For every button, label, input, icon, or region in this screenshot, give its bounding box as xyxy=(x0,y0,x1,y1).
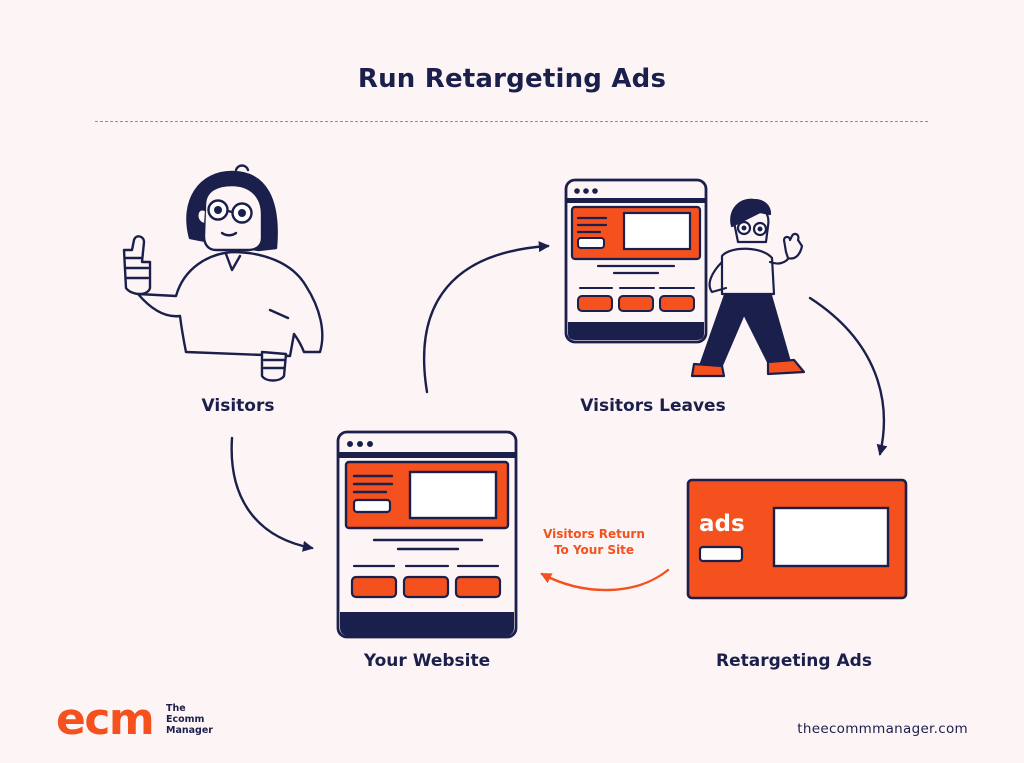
retargeting-ad-card: ads xyxy=(686,478,908,600)
node-label-your-website: Your Website xyxy=(363,651,491,671)
your-website-illustration xyxy=(336,430,518,639)
return-label-line2: To Your Site xyxy=(553,543,635,557)
arrow-website-to-leaves xyxy=(422,241,550,394)
visitors-leaves-website-illustration xyxy=(564,178,708,344)
arrow-ads-to-website xyxy=(540,568,670,592)
node-label-retargeting-ads: Retargeting Ads xyxy=(716,651,872,671)
brand-name-line2: Ecomm xyxy=(166,714,205,725)
brand-logo: ecm xyxy=(56,694,155,745)
node-label-visitors: Visitors xyxy=(201,396,275,416)
visitor-thumbs-up-illustration xyxy=(122,164,324,382)
arrow-visitors-to-website xyxy=(230,436,314,552)
brand-name-line1: The xyxy=(166,703,186,714)
return-arrow-label: Visitors Return To Your Site xyxy=(530,526,658,558)
title-divider xyxy=(95,121,928,122)
brand-name-line3: Manager xyxy=(166,725,213,736)
ad-card-text: ads xyxy=(699,511,745,537)
diagram-title: Run Retargeting Ads xyxy=(357,64,667,94)
arrow-leaves-to-ads xyxy=(808,296,888,456)
return-label-line1: Visitors Return xyxy=(543,527,645,541)
node-label-visitors-leaves: Visitors Leaves xyxy=(580,396,726,416)
brand-website: theecommmanager.com xyxy=(797,721,968,737)
brand-name: The Ecomm Manager xyxy=(166,703,213,736)
waving-person-illustration xyxy=(690,198,806,378)
